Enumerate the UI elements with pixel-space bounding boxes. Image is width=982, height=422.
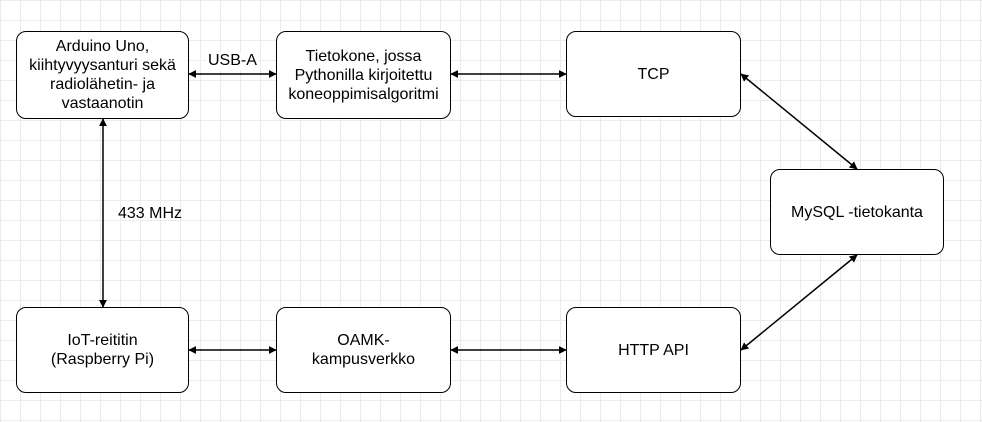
- node-mysql-label: MySQL -tietokanta: [791, 203, 923, 221]
- node-oamk-label: OAMK- kampusverkko: [311, 332, 416, 368]
- edge-label-433mhz: 433 MHz: [118, 205, 183, 222]
- node-arduino[interactable]: Arduino Uno, kiihtyvyysanturi sekä radio…: [16, 31, 189, 119]
- edge-tcp-mysql: [740, 73, 858, 170]
- node-tcp[interactable]: TCP: [566, 31, 741, 117]
- node-tietokone-label: Tietokone, jossa Pythonilla kirjoitettu …: [288, 47, 439, 103]
- node-iot-label: IoT-reititin (Raspberry Pi): [50, 332, 155, 368]
- node-tcp-label: TCP: [637, 65, 670, 83]
- node-oamk[interactable]: OAMK- kampusverkko: [276, 307, 451, 393]
- node-http-api[interactable]: HTTP API: [566, 307, 741, 393]
- node-iot[interactable]: IoT-reititin (Raspberry Pi): [16, 307, 189, 393]
- node-arduino-label: Arduino Uno, kiihtyvyysanturi sekä radio…: [29, 38, 176, 112]
- node-tietokone[interactable]: Tietokone, jossa Pythonilla kirjoitettu …: [276, 31, 451, 119]
- edge-label-usb: USB-A: [206, 52, 259, 70]
- edge-mysql-http-api: [740, 254, 858, 351]
- node-mysql[interactable]: MySQL -tietokanta: [770, 169, 944, 255]
- node-http-api-label: HTTP API: [618, 341, 689, 359]
